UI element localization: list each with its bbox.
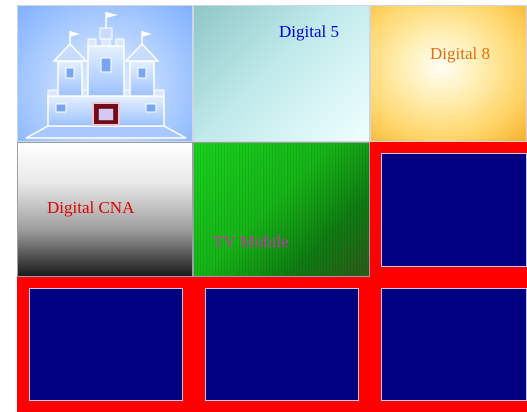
empty-channel-tile[interactable] xyxy=(29,288,183,401)
tile-home[interactable] xyxy=(17,5,193,142)
tile-label-digital-5: Digital 5 xyxy=(279,22,339,41)
tile-digital-cna[interactable]: Digital CNA xyxy=(17,142,193,277)
tile-digital-5[interactable]: Digital 5 xyxy=(193,5,370,142)
tile-label-tv-mobile: TV Mobile xyxy=(213,232,289,251)
tile-label-digital-cna: Digital CNA xyxy=(47,198,135,217)
empty-channel-tile[interactable] xyxy=(205,288,359,401)
tile-label-digital-8: Digital 8 xyxy=(430,44,490,63)
tile-digital-8[interactable]: Digital 8 xyxy=(370,5,527,142)
empty-channel-tile[interactable] xyxy=(381,288,527,401)
tile-tv-mobile[interactable]: TV Mobile xyxy=(193,142,370,277)
empty-channel-tile[interactable] xyxy=(381,153,527,267)
castle-icon xyxy=(25,12,187,139)
